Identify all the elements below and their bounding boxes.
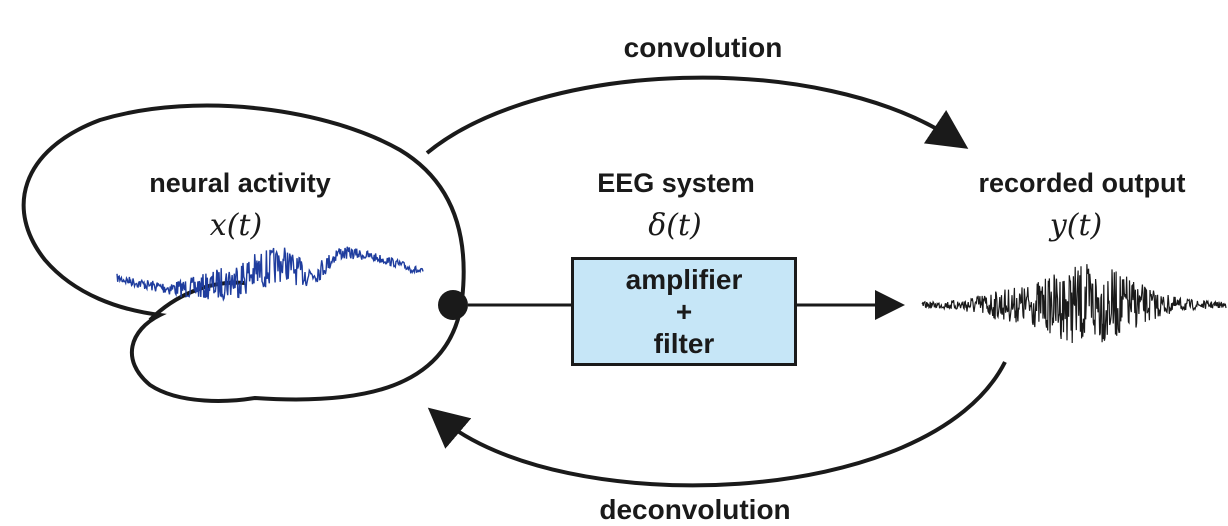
electrode-dot-icon xyxy=(438,290,468,320)
recorded-output-trace xyxy=(921,264,1227,344)
deconvolution-label: deconvolution xyxy=(599,494,791,525)
eeg-system-symbol: δ(t) xyxy=(648,208,702,243)
neural-activity-title: neural activity xyxy=(149,168,331,198)
convolution-label: convolution xyxy=(623,32,783,63)
neural-activity-trace xyxy=(116,246,424,302)
box-line-filter: filter xyxy=(653,327,715,359)
convolution-arrow-icon xyxy=(425,75,969,155)
box-line-amplifier: amplifier xyxy=(625,263,743,295)
head-outline-icon xyxy=(21,103,466,403)
neural-activity-symbol: x(t) xyxy=(209,208,263,243)
recorded-output-title: recorded output xyxy=(978,168,1186,198)
amplifier-filter-box: amplifier + filter xyxy=(571,257,797,366)
deconvolution-arrow-icon xyxy=(427,361,1007,488)
eeg-system-title: EEG system xyxy=(597,168,755,198)
recorded-output-symbol: y(t) xyxy=(1049,208,1103,243)
box-line-plus: + xyxy=(675,295,693,327)
